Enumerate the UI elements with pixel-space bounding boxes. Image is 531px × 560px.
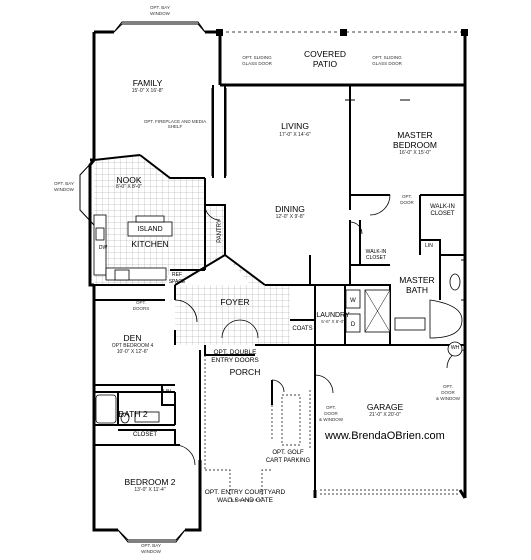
bath-fixtures	[95, 273, 463, 424]
opt-bay-bottom: OPT. BAY	[141, 543, 161, 548]
room-family-dim: 15'-0" X 16'-8"	[131, 88, 164, 94]
opt-bay-top2: WINDOW	[150, 11, 170, 16]
room-laundry-dim: 5'-6" X 6'-0"	[321, 319, 345, 324]
master-vanity-icon	[394, 317, 426, 331]
room-master-bath-name: MASTER	[399, 275, 435, 285]
interior-walls	[93, 85, 465, 490]
garage-door-right: OPT.	[442, 384, 453, 389]
golf-cart-note: OPT. GOLF	[272, 450, 304, 456]
golf-cart-outline	[271, 390, 311, 450]
master-lin-label: LIN	[425, 243, 433, 249]
covered-patio-label2: PATIO	[312, 59, 338, 69]
dryer-label: D	[350, 322, 356, 328]
wh-label: WH	[450, 345, 460, 351]
room-master-bedroom-name2: BEDROOM	[393, 140, 437, 150]
opt-bay-top: OPT. BAY	[150, 5, 170, 10]
closet-label: CLOSET	[132, 432, 157, 438]
opt-double-entry2: ENTRY DOORS	[211, 357, 259, 364]
washer-icon	[345, 289, 361, 309]
room-den-dim2: 10'-0" X 12'-6"	[116, 349, 149, 355]
golf-cart-note2: CART PARKING	[265, 458, 311, 464]
room-living-name: LIVING	[281, 121, 309, 131]
cooktop	[135, 215, 165, 223]
courtyard-note: OPT. ENTRY COURTYARD	[204, 489, 286, 496]
room-den-name: DEN	[123, 333, 142, 343]
room-porch-name: PORCH	[229, 367, 261, 377]
walkin-lower-name: WALK-IN	[365, 249, 387, 255]
opt-sliding-right: OPT. SLIDING	[372, 55, 402, 60]
room-living-dim: 17'-0" X 14'-6"	[279, 132, 311, 138]
window-marks	[211, 88, 465, 301]
opt-sliding-right2: GLASS DOOR	[372, 61, 402, 66]
room-den-dim: OPT BEDROOM 4	[111, 343, 154, 349]
watermark-url: www.BrendaOBrien.com	[325, 430, 445, 442]
bay-windows	[79, 21, 206, 543]
vanity-icon	[134, 411, 160, 423]
opt-bay-bottom2: WINDOW	[141, 549, 161, 554]
room-bedroom2-name: BEDROOM 2	[124, 477, 176, 487]
room-garage-dim: 21'-0" X 20'-0"	[369, 412, 401, 418]
room-kitchen-name: KITCHEN	[131, 239, 169, 249]
room-master-bedroom-name: MASTER	[397, 130, 433, 140]
master-tub-icon	[429, 299, 463, 339]
bath2-lin-label: LIN	[163, 389, 171, 395]
room-bath2-name: BATH 2	[118, 409, 148, 419]
opt-double-entry: OPT. DOUBLE	[213, 349, 257, 356]
laundry-fixtures	[345, 289, 361, 333]
opt-bay-left: OPT. BAY	[54, 181, 74, 186]
toilet-icon	[120, 412, 130, 424]
room-bedroom2-dim: 13'-0" X 11'-4"	[134, 487, 166, 493]
opt-sliding-left: OPT. SLIDING	[242, 55, 272, 60]
room-nook-name: NOOK	[116, 175, 142, 185]
garage-door-left3: & WINDOW	[319, 417, 343, 422]
garage-door-right3: & WINDOW	[436, 396, 460, 401]
opt-door-master: OPT.	[401, 194, 412, 199]
master-sink-icon	[449, 273, 461, 291]
patio-posts	[216, 29, 468, 36]
room-laundry-name: LAUNDRY	[316, 312, 350, 319]
exterior-walls	[88, 30, 467, 532]
room-master-bath-name2: BATH	[405, 285, 429, 295]
pantry-label: PANTRY	[217, 219, 223, 243]
courtyard-outline	[204, 355, 272, 501]
sink-icon	[95, 227, 105, 241]
garage-door-right2: DOOR	[441, 390, 455, 395]
garage-door-left: OPT.	[325, 405, 336, 410]
garage-door-opening	[320, 489, 460, 495]
stove-icon	[114, 269, 130, 281]
room-family-name: FAMILY	[132, 78, 163, 88]
space-label: SPACE	[168, 279, 186, 285]
tile-area-hall	[225, 255, 290, 345]
room-nook-dim: 8'-0" X 8'-0"	[115, 184, 143, 190]
walkin-top-name2: CLOSET	[430, 211, 455, 217]
opt-door-master2: DOOR	[400, 200, 414, 205]
covered-patio-label: COVERED	[303, 49, 347, 59]
kitchen-fixtures	[93, 214, 173, 281]
dryer-icon	[345, 313, 361, 333]
garage-door-left2: DOOR	[324, 411, 338, 416]
dw-label: DW	[98, 245, 108, 251]
opt-doors-den2: DOORS	[132, 306, 150, 311]
fireplace-note: OPT. FIREPLACE AND MEDIA SHELF	[143, 119, 207, 130]
tub-icon	[95, 394, 117, 424]
ref-label: REF	[172, 272, 182, 278]
opt-sliding-left2: GLASS DOOR	[242, 61, 272, 66]
washer-label: W	[350, 298, 356, 304]
room-garage-name: GARAGE	[366, 402, 404, 412]
walkin-lower-name2: CLOSET	[365, 255, 386, 261]
opt-bay-left2: WINDOW	[54, 187, 74, 192]
courtyard-note2: WALLS AND GATE	[217, 497, 273, 504]
walkin-top-name: WALK-IN	[430, 204, 455, 210]
door-swings	[174, 194, 466, 466]
room-dining-dim: 12'-0" X 9'-8"	[275, 214, 305, 220]
island-label: ISLAND	[137, 226, 163, 233]
room-foyer-name: FOYER	[220, 297, 250, 307]
opt-doors-den: OPT.	[135, 300, 146, 305]
room-coats-name: COATS	[292, 326, 313, 332]
room-master-bedroom-dim: 16'-0" X 15'-0"	[399, 150, 431, 156]
room-dining-name: DINING	[275, 204, 305, 214]
water-heater-icon	[447, 341, 463, 357]
